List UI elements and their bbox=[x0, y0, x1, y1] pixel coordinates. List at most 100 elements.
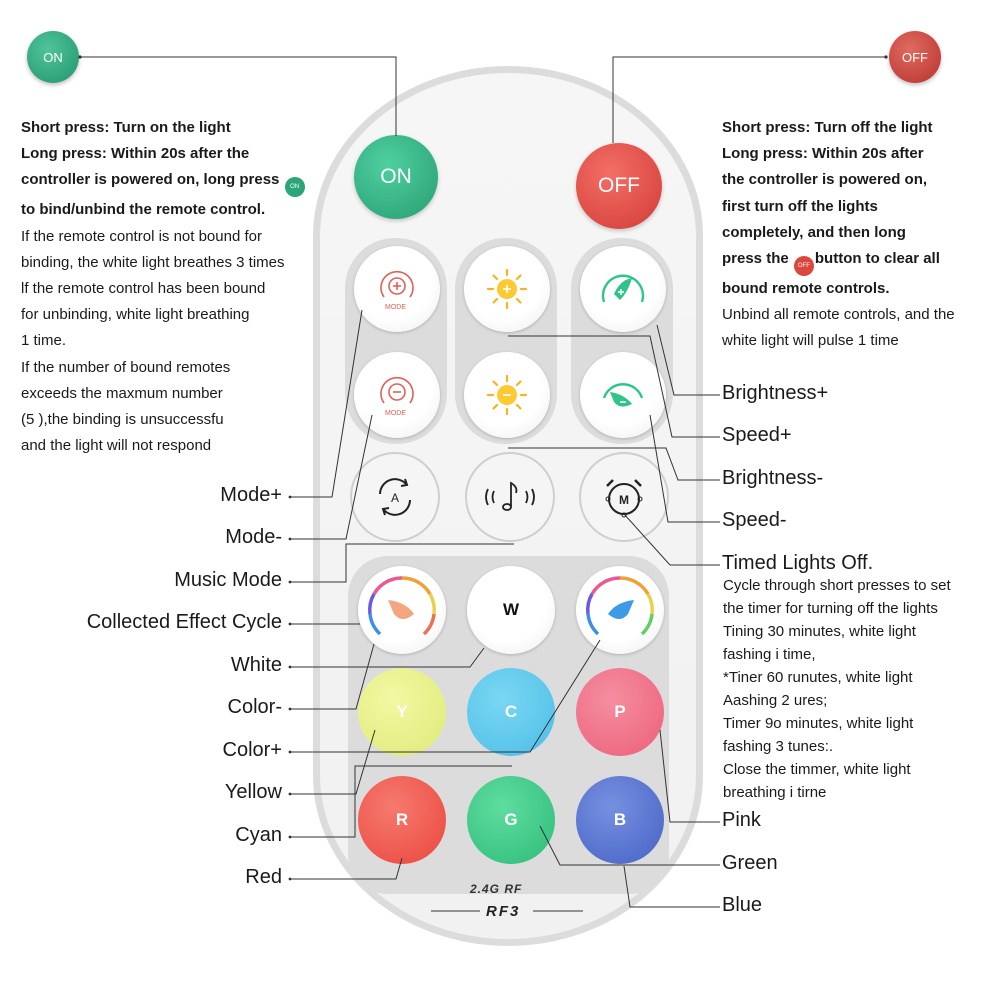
label-white: White bbox=[230, 654, 282, 676]
off-button[interactable]: OFF bbox=[576, 143, 662, 229]
note-line: first turn off the lights bbox=[722, 197, 878, 215]
note-line: to bind/unbind the remote control. bbox=[21, 201, 266, 219]
note-line: breathing i tirne bbox=[723, 784, 827, 801]
timer-off-button[interactable]: M bbox=[579, 452, 669, 542]
note-line: the controller is powered on, bbox=[722, 171, 928, 189]
leader-dot bbox=[288, 792, 292, 796]
leader-dot bbox=[288, 622, 292, 626]
label-music-mode: Music Mode bbox=[174, 569, 282, 591]
note-line: for unbinding, white light breathing bbox=[21, 306, 250, 324]
timer-description: Cycle through short presses to set the t… bbox=[723, 574, 951, 804]
note-line: and the light will not respond bbox=[21, 437, 212, 455]
leader-dot bbox=[288, 877, 292, 881]
note-line: Long press: Within 20s after bbox=[722, 145, 924, 163]
on-badge: ON bbox=[27, 31, 79, 83]
red-button[interactable]: R bbox=[358, 776, 446, 864]
label-green: Green bbox=[722, 852, 778, 874]
effect-cycle-button[interactable] bbox=[358, 566, 446, 654]
leader-dot bbox=[288, 750, 292, 754]
on-button[interactable]: ON bbox=[354, 135, 438, 219]
label-speed-minus: Speed- bbox=[722, 509, 787, 531]
leader-dot bbox=[288, 495, 292, 499]
mode-minus-icon bbox=[380, 376, 414, 404]
mode-minus-button[interactable]: MODE bbox=[354, 352, 440, 438]
brand-model-label: RF3 bbox=[486, 903, 521, 920]
cyan-button[interactable]: C bbox=[467, 668, 555, 756]
note-line: Short press: Turn on the light bbox=[21, 119, 231, 136]
label-mode-plus: Mode+ bbox=[220, 484, 282, 506]
leader-dot bbox=[288, 537, 292, 541]
note-line: binding, the white light breathes 3 time… bbox=[21, 253, 285, 271]
note-line: controller is powered on, long press ON bbox=[21, 167, 306, 198]
note-line: bound remote controls. bbox=[722, 280, 890, 298]
note-line: Long press: Within 20s after the bbox=[21, 145, 250, 163]
label-cyan: Cyan bbox=[235, 824, 282, 846]
mode-plus-button[interactable]: MODE bbox=[354, 246, 440, 332]
speedometer-minus-icon bbox=[602, 383, 644, 407]
label-mode-minus: Mode- bbox=[225, 526, 282, 548]
leader-dot bbox=[884, 55, 888, 59]
mode-plus-icon bbox=[380, 270, 414, 298]
speed-minus-button[interactable] bbox=[580, 352, 666, 438]
note-line: lf the remote control has been bound bbox=[21, 280, 266, 298]
leader-dot bbox=[288, 580, 292, 584]
mode-text: MODE bbox=[385, 304, 406, 311]
label-speed-plus: Speed+ bbox=[722, 424, 792, 446]
note-line: Timer 9o minutes, white light bbox=[723, 715, 914, 732]
note-line: Cycle through short presses to set bbox=[723, 577, 951, 594]
green-button[interactable]: G bbox=[467, 776, 555, 864]
label-brightness-plus: Brightness+ bbox=[722, 382, 829, 404]
yellow-button[interactable]: Y bbox=[358, 668, 446, 756]
music-icon bbox=[485, 481, 535, 511]
auto-icon-letter: A bbox=[391, 491, 399, 505]
note-line: Aashing 2 ures; bbox=[723, 692, 828, 709]
label-color-minus: Color- bbox=[227, 696, 282, 718]
timer-icon-letter: M bbox=[619, 493, 629, 507]
note-line: Tining 30 minutes, white light bbox=[723, 623, 916, 640]
mode-text: MODE bbox=[385, 410, 406, 417]
label-yellow: Yellow bbox=[224, 781, 282, 803]
label-blue: Blue bbox=[722, 894, 763, 916]
cycle-icon: A bbox=[379, 478, 411, 516]
note-line: If the number of bound remotes bbox=[21, 358, 231, 376]
off-badge: OFF bbox=[889, 31, 941, 83]
alarm-clock-icon: M bbox=[605, 479, 643, 518]
white-button[interactable]: W bbox=[467, 566, 555, 654]
leader-dot bbox=[288, 835, 292, 839]
sun-minus-icon bbox=[486, 374, 528, 416]
auto-cycle-button[interactable]: A bbox=[350, 452, 440, 542]
note-line: (5 ),the binding is unsuccessfu bbox=[21, 411, 224, 429]
note-line: white light will pulse 1 time bbox=[722, 332, 899, 350]
label-brightness-minus: Brightness- bbox=[722, 467, 824, 489]
note-line: completely, and then long bbox=[722, 223, 906, 241]
label-pink: Pink bbox=[722, 809, 761, 831]
note-line: exceeds the maxmum number bbox=[21, 384, 223, 402]
off-inline-icon: OFF bbox=[793, 256, 814, 277]
color-wheel-plus-icon bbox=[585, 576, 655, 636]
label-effect-cycle: Collected Effect Cycle bbox=[86, 611, 282, 633]
speed-plus-button[interactable] bbox=[580, 246, 666, 332]
speedometer-plus-icon bbox=[601, 274, 645, 303]
note-line: fashing i time, bbox=[723, 646, 816, 663]
leader-dot bbox=[288, 707, 292, 711]
on-inline-icon: ON bbox=[284, 177, 305, 198]
note-line: *Tiner 60 runutes, white light bbox=[723, 669, 913, 686]
pink-button[interactable]: P bbox=[576, 668, 664, 756]
brightness-minus-button[interactable] bbox=[464, 352, 550, 438]
note-line: Close the timmer, white light bbox=[723, 761, 911, 778]
note-line: the timer for turning off the lights bbox=[723, 600, 938, 617]
music-mode-button[interactable] bbox=[465, 452, 555, 542]
color-wheel-minus-icon bbox=[367, 576, 437, 636]
brand-rf-label: 2.4G RF bbox=[470, 882, 523, 896]
brightness-plus-button[interactable] bbox=[464, 246, 550, 332]
color-plus-button[interactable] bbox=[576, 566, 664, 654]
label-color-plus: Color+ bbox=[222, 739, 282, 761]
sun-plus-icon bbox=[486, 268, 528, 310]
leader-dot bbox=[288, 665, 292, 669]
blue-button[interactable]: B bbox=[576, 776, 664, 864]
label-red: Red bbox=[245, 866, 282, 888]
label-timed-off: Timed Lights Off. bbox=[722, 552, 874, 574]
off-button-description: Short press: Turn off the light Long pre… bbox=[722, 115, 955, 355]
on-button-description: Short press: Turn on the light Long pres… bbox=[21, 115, 306, 459]
